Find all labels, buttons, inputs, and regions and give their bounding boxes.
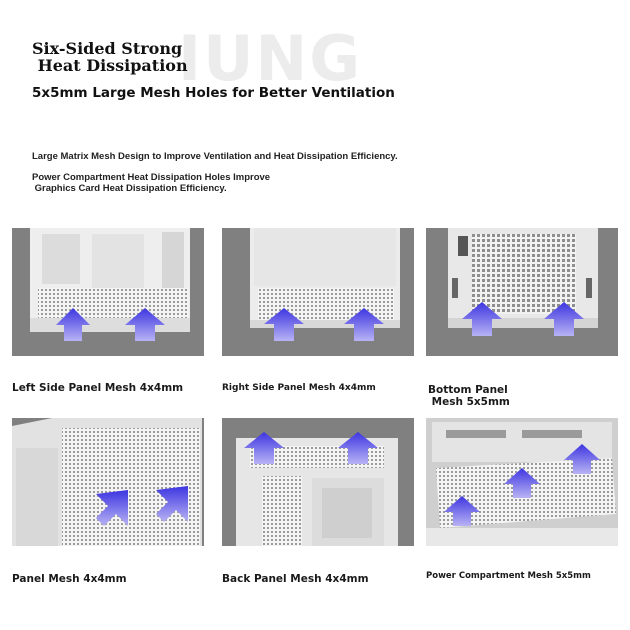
airflow-arrow-icon <box>564 444 600 474</box>
bottom-panel-image <box>426 228 618 356</box>
airflow-arrow-icon <box>96 490 128 526</box>
left-side-panel-image <box>12 228 204 356</box>
airflow-arrow-icon <box>544 302 584 336</box>
caption-front-panel: Panel Mesh 4x4mm <box>12 573 127 585</box>
brand-watermark: IUNG <box>178 22 363 95</box>
airflow-arrow-icon <box>125 308 165 341</box>
airflow-arrow-icon <box>264 308 304 341</box>
airflow-arrow-icon <box>462 302 502 336</box>
back-panel-image <box>222 418 414 546</box>
caption-bottom-panel: Bottom Panel Mesh 5x5mm <box>428 384 510 408</box>
description-mesh-design: Large Matrix Mesh Design to Improve Vent… <box>32 151 398 162</box>
front-panel-image <box>12 418 204 546</box>
right-side-panel-image <box>222 228 414 356</box>
airflow-arrow-icon <box>344 308 384 341</box>
caption-right-side-panel: Right Side Panel Mesh 4x4mm <box>222 383 376 393</box>
power-compartment-image <box>426 418 618 546</box>
airflow-arrow-icon <box>56 308 90 341</box>
caption-power-compartment: Power Compartment Mesh 5x5mm <box>426 571 591 581</box>
page-subheadline: 5x5mm Large Mesh Holes for Better Ventil… <box>32 85 395 101</box>
caption-left-side-panel: Left Side Panel Mesh 4x4mm <box>12 382 184 394</box>
airflow-arrow-icon <box>444 496 480 526</box>
page-headline: Six-Sided Strong Heat Dissipation <box>32 39 188 75</box>
airflow-arrow-icon <box>338 432 378 464</box>
caption-back-panel: Back Panel Mesh 4x4mm <box>222 573 369 585</box>
airflow-arrow-icon <box>504 468 540 498</box>
description-power-compartment: Power Compartment Heat Dissipation Holes… <box>32 172 271 194</box>
airflow-arrow-icon <box>156 486 188 522</box>
airflow-arrow-icon <box>244 432 284 464</box>
